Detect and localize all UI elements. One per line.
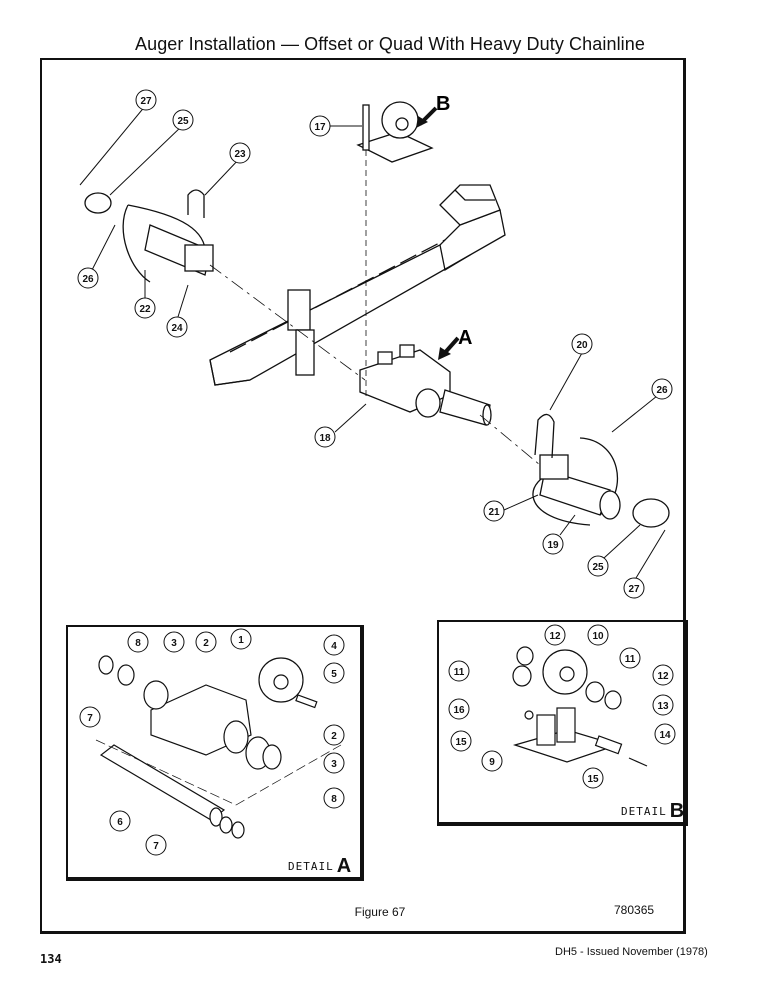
- callout-b-10: 10: [587, 624, 609, 646]
- svg-text:11: 11: [454, 667, 465, 678]
- svg-text:10: 10: [592, 631, 604, 642]
- auger-frame-beam: [209, 184, 506, 386]
- svg-text:27: 27: [140, 96, 152, 107]
- callout-main-27b: 27: [623, 529, 666, 599]
- svg-text:2: 2: [203, 638, 209, 649]
- svg-text:14: 14: [659, 730, 671, 741]
- detail-a-drawing: 8 3 2 1 4 5 7 2 3 6 8 7: [79, 628, 345, 856]
- callout-main-22: 22: [134, 270, 156, 319]
- svg-text:15: 15: [455, 737, 467, 748]
- svg-text:16: 16: [453, 705, 465, 716]
- svg-text:19: 19: [547, 540, 559, 551]
- callout-main-23: 23: [204, 142, 251, 196]
- svg-text:8: 8: [135, 638, 141, 649]
- callout-a-7b: 7: [145, 834, 167, 856]
- right-auger-flighting: [479, 413, 670, 528]
- detail-b-drawing: 12 10 11 11 12 16 13 15 14 9 15: [448, 624, 676, 789]
- callout-a-8: 8: [127, 631, 149, 653]
- callout-b-14: 14: [654, 723, 676, 745]
- arrow-label-a: A: [458, 327, 472, 349]
- page-number: 134: [40, 952, 62, 966]
- page-title: Auger Installation — Offset or Quad With…: [134, 34, 645, 54]
- svg-text:27: 27: [628, 584, 640, 595]
- callout-main-19: 19: [542, 514, 576, 555]
- callout-a-3: 3: [163, 631, 185, 653]
- issue-note: DH5 - Issued November (1978): [555, 946, 708, 958]
- svg-text:21: 21: [488, 507, 500, 518]
- callout-main-17: 17: [309, 115, 362, 137]
- callout-a-1: 1: [230, 628, 252, 650]
- callout-main-27: 27: [79, 89, 157, 186]
- figure-caption: Figure 67: [354, 905, 406, 919]
- svg-text:11: 11: [625, 654, 636, 665]
- callout-main-20: 20: [549, 333, 593, 411]
- callout-a-2: 2: [195, 631, 217, 653]
- svg-text:2: 2: [331, 731, 337, 742]
- callout-main-24: 24: [166, 284, 189, 338]
- callout-a-3b: 3: [323, 752, 345, 774]
- svg-text:9: 9: [489, 757, 495, 768]
- svg-text:25: 25: [592, 562, 604, 573]
- svg-text:4: 4: [331, 641, 337, 652]
- callout-b-12b: 12: [652, 664, 674, 686]
- callout-a-4: 4: [323, 634, 345, 656]
- svg-text:17: 17: [314, 122, 326, 133]
- svg-text:8: 8: [331, 794, 337, 805]
- callout-a-5: 5: [323, 662, 345, 684]
- beam-bracket: [287, 289, 315, 376]
- callout-a-8b: 8: [323, 787, 345, 809]
- svg-text:7: 7: [153, 841, 159, 852]
- svg-text:3: 3: [171, 638, 177, 649]
- svg-text:12: 12: [657, 671, 669, 682]
- callout-main-21: 21: [483, 494, 539, 522]
- svg-text:13: 13: [657, 701, 669, 712]
- shaft: [99, 744, 226, 821]
- svg-text:25: 25: [177, 116, 189, 127]
- callout-main-25: 25: [109, 109, 194, 196]
- callout-b-15b: 15: [582, 767, 604, 789]
- callout-main-18: 18: [314, 403, 367, 448]
- callout-b-12: 12: [544, 624, 566, 646]
- svg-text:7: 7: [87, 713, 93, 724]
- callout-main-26a: 26: [77, 224, 116, 289]
- svg-text:6: 6: [117, 817, 123, 828]
- svg-text:18: 18: [319, 433, 331, 444]
- callout-a-6: 6: [109, 810, 131, 832]
- svg-text:5: 5: [331, 669, 337, 680]
- svg-text:22: 22: [139, 304, 151, 315]
- left-auger-flighting: [84, 189, 366, 381]
- svg-text:12: 12: [549, 631, 561, 642]
- svg-text:24: 24: [171, 323, 183, 334]
- svg-text:15: 15: [587, 774, 599, 785]
- figure-frame: [40, 58, 686, 934]
- gearbox-assembly-a: [359, 344, 492, 426]
- drawing-number: 780365: [614, 903, 655, 917]
- arrow-label-b: B: [436, 93, 450, 115]
- callout-b-15a: 15: [450, 730, 472, 752]
- svg-text:1: 1: [238, 635, 244, 646]
- svg-text:23: 23: [234, 149, 246, 160]
- callout-b-16: 16: [448, 698, 470, 720]
- svg-text:20: 20: [576, 340, 588, 351]
- callout-b-11b: 11: [619, 647, 641, 669]
- callout-a-2b: 2: [323, 724, 345, 746]
- callout-main-26b: 26: [611, 378, 673, 433]
- svg-text:26: 26: [656, 385, 668, 396]
- svg-text:26: 26: [82, 274, 94, 285]
- svg-text:3: 3: [331, 759, 337, 770]
- callout-b-9: 9: [481, 750, 503, 772]
- callout-a-7: 7: [79, 706, 101, 728]
- callout-b-13: 13: [652, 694, 674, 716]
- callout-b-11a: 11: [448, 660, 470, 682]
- callout-main-25b: 25: [587, 524, 641, 577]
- sprocket-assembly-b: [356, 101, 434, 400]
